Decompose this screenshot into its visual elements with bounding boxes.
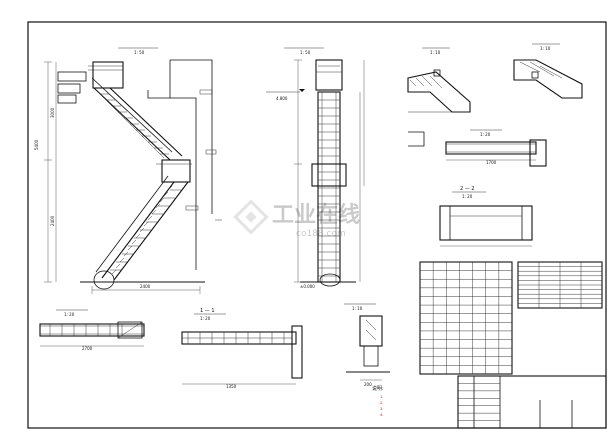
- note-line-2: 2.: [380, 401, 383, 405]
- dim-detail: 200: [364, 382, 372, 387]
- watermark-text: 工业在线: [272, 202, 360, 228]
- elevation-a-scale: 1: 50: [134, 50, 145, 55]
- dim-left-low: 2400: [50, 215, 55, 226]
- section-22-scale: 1: 20: [462, 194, 473, 199]
- sheet-border: [27, 21, 607, 429]
- note-line-4: 4.: [380, 413, 383, 417]
- note-line-1: 1.: [380, 395, 383, 399]
- dim-left-mid: 3000: [50, 107, 55, 118]
- notes: 说明: 1. 2. 3. 4.: [372, 385, 384, 417]
- section-1-1: 1 — 1 1: 20 1350: [181, 308, 303, 389]
- stair-elevation-b: 1: 50 4.800 ±0.000: [266, 47, 365, 289]
- stair-elevation-a: 1: 50 5400: [34, 47, 222, 294]
- dim-plan-b: 1700: [486, 160, 497, 165]
- dim-left-total: 5400: [34, 139, 39, 150]
- dim-plan-a: 2700: [82, 346, 93, 351]
- detail-a: 1: 10: [407, 47, 471, 113]
- section-2-2: 2 — 2 1: 20: [439, 186, 533, 247]
- detail-b-scale: 1: 10: [540, 46, 551, 51]
- watermark: 工业在线 co188.com: [233, 199, 360, 239]
- dim-left-bottom: 2400: [140, 284, 151, 289]
- node-detail: 1: 10 200: [344, 303, 390, 387]
- dim-mid-elev: 4.800: [276, 96, 288, 101]
- note-line-3: 3.: [380, 407, 383, 411]
- watermark-sub: co188.com: [296, 229, 346, 239]
- notes-title: 说明:: [372, 385, 384, 392]
- detail-small-right: [408, 131, 425, 147]
- plan-a-scale: 1: 20: [64, 312, 75, 317]
- material-table-left: [419, 261, 513, 375]
- section-11-title: 1 — 1: [200, 308, 215, 314]
- node-detail-scale: 1: 10: [352, 306, 363, 311]
- section-11-scale: 1: 20: [200, 316, 211, 321]
- material-table-right: [517, 261, 603, 309]
- section-22-title: 2 — 2: [460, 186, 475, 192]
- dim-section: 1350: [226, 384, 237, 389]
- plan-b-scale: 1: 20: [480, 132, 491, 137]
- ground-elev: ±0.000: [300, 284, 315, 289]
- detail-b: 1: 10: [513, 43, 583, 99]
- title-block: [457, 375, 607, 429]
- plan-left: 1: 20 2700: [39, 309, 145, 351]
- detail-a-scale: 1: 10: [430, 50, 441, 55]
- elevation-b-scale: 1: 50: [300, 50, 311, 55]
- stair-plan-right: 1: 20 1700: [445, 129, 547, 167]
